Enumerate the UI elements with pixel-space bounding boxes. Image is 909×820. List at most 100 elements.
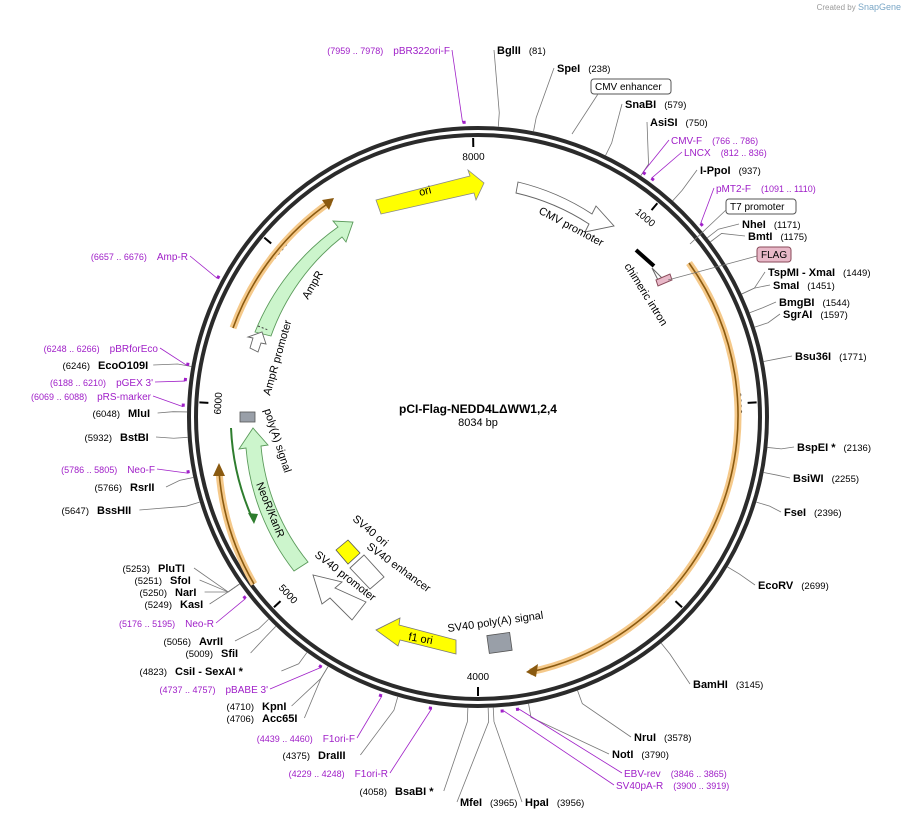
primer: pBR322ori-F (7959 .. 7978)	[327, 46, 450, 57]
t7-promoter-box: T7 promoter	[689, 198, 797, 245]
primer: LNCX(812 .. 836)	[684, 148, 767, 159]
plasmid-length: 8034 bp	[458, 417, 498, 429]
enzyme-position: (1451)	[807, 281, 834, 292]
enzyme-leader-line	[291, 666, 329, 707]
enzyme-name: BspEI *	[797, 442, 836, 454]
primer-name: F1ori-F	[323, 734, 355, 745]
enzyme-position: (2396)	[814, 508, 841, 519]
credit-prefix: Created by	[816, 3, 856, 12]
cmv-enhancer-label: CMV enhancer	[595, 82, 662, 93]
enzyme-leader-line	[493, 49, 500, 127]
enzyme-leader-line	[139, 501, 200, 511]
enzyme-leader-line	[640, 121, 649, 176]
primer-leader-line	[159, 347, 188, 367]
enzyme-position: (5253)	[123, 564, 150, 575]
primer-range: (7959 .. 7978)	[327, 46, 383, 56]
enzyme-leader-line	[707, 223, 740, 239]
enzyme-name: NruI	[634, 732, 656, 744]
tick-label: 8000	[462, 152, 485, 163]
primer-binding-mark	[186, 362, 190, 367]
enzyme-position: (6246)	[63, 361, 90, 372]
t7-promoter-label: T7 promoter	[730, 202, 785, 213]
plasmid-name: pCI-Flag-NEDD4LΔWW1,2,4	[399, 402, 557, 416]
tick-label: 6000	[213, 392, 225, 415]
primer-name: SV40pA-R	[616, 781, 663, 792]
enzyme-leader-line	[360, 696, 399, 756]
orf-arrowhead	[526, 664, 538, 677]
enzyme-site: SfiI(5009)	[186, 648, 239, 660]
primer-range: (3846 .. 3865)	[671, 769, 727, 779]
primer-range: (766 .. 786)	[712, 136, 758, 146]
enzyme-leader-line	[749, 301, 777, 314]
enzyme-position: (1175)	[780, 232, 807, 243]
enzyme-leader-line	[767, 446, 795, 450]
enzyme-position: (750)	[686, 118, 708, 129]
enzyme-leader-line	[234, 618, 269, 642]
primer-range: (4229 .. 4248)	[289, 769, 345, 779]
enzyme-site: FseI (2396)	[784, 507, 841, 519]
tick-mark	[273, 600, 282, 609]
enzyme-site: Acc65I(4706)	[227, 713, 298, 725]
enzyme-position: (2255)	[832, 474, 859, 485]
primer-name: pBR322ori-F	[393, 46, 450, 57]
enzyme-name: I-PpoI	[700, 165, 731, 177]
enzyme-site: HpaI(3956)	[525, 797, 584, 809]
sv40-ori-feature	[335, 539, 361, 565]
enzyme-position: (1171)	[774, 220, 801, 231]
enzyme-position: (3956)	[557, 798, 584, 809]
enzyme-name: Bsu36I	[795, 351, 831, 363]
enzyme-position: (1597)	[820, 310, 847, 321]
enzyme-site: CsiI - SexAI *(4823)	[140, 666, 244, 678]
orf-arc	[529, 262, 739, 673]
ampr-feature	[254, 220, 354, 337]
enzyme-name: NheI	[742, 219, 766, 231]
enzyme-name: Acc65I	[262, 713, 297, 725]
enzyme-site: RsrII(5766)	[95, 482, 155, 494]
enzyme-leader-line	[577, 690, 632, 738]
enzyme-name: NarI	[175, 587, 196, 599]
backbone	[187, 126, 769, 708]
enzyme-leader-line	[281, 652, 308, 672]
primer-leader-line	[156, 468, 189, 474]
enzyme-site: SmaI(1451)	[773, 280, 835, 292]
primer-name: pGEX 3'	[116, 378, 153, 389]
enzyme-site: Bsu36I(1771)	[795, 351, 867, 363]
primer-binding-mark	[699, 222, 704, 227]
enzyme-position: (1544)	[822, 298, 849, 309]
enzyme-leader-line	[443, 707, 469, 792]
enzyme-position: (937)	[739, 166, 761, 177]
enzyme-name: SgrAI	[783, 309, 812, 321]
enzyme-name: BsiWI	[793, 473, 824, 485]
primer: pBABE 3'(4737 .. 4757)	[159, 685, 268, 696]
enzyme-name: CsiI - SexAI *	[175, 666, 244, 678]
neo-green-arc	[230, 427, 254, 521]
primer-range: (3900 .. 3919)	[673, 781, 729, 791]
enzyme-leader-line	[727, 566, 756, 586]
neo-feature	[238, 427, 309, 572]
f1-ori-feature	[375, 617, 457, 655]
cmv-enhancer-box: CMV enhancer	[571, 78, 672, 135]
primer-binding-mark	[318, 664, 323, 669]
enzyme-name: BamHI	[693, 679, 728, 691]
ampr-promoter-feature	[246, 331, 267, 353]
enzyme-site: BamHI(3145)	[693, 679, 763, 691]
primer: pGEX 3'(6188 .. 6210)	[50, 378, 153, 389]
enzyme-name: EcoRV	[758, 580, 794, 592]
neo-orf-arc-highlight	[215, 470, 258, 586]
enzyme-position: (5647)	[62, 506, 89, 517]
primer-leader-line	[215, 598, 246, 624]
enzyme-site: SpeI(238)	[557, 63, 610, 75]
enzyme-name: PluTI	[158, 563, 185, 575]
primer-range: (6657 .. 6676)	[91, 252, 147, 262]
enzyme-position: (5251)	[135, 576, 162, 587]
primer-binding-mark	[242, 595, 247, 600]
enzyme-site: EcoO109I(6246)	[63, 360, 149, 372]
enzyme-site: KasI(5249)	[145, 599, 204, 611]
primer-name: F1ori-R	[355, 769, 388, 780]
sv40-polya-label: SV40 poly(A) signal	[447, 610, 544, 635]
primer-binding-mark	[186, 469, 190, 474]
primer-leader-line	[389, 708, 433, 774]
enzyme-site: AvrII(5056)	[164, 636, 224, 648]
enzyme-name: FseI	[784, 507, 806, 519]
